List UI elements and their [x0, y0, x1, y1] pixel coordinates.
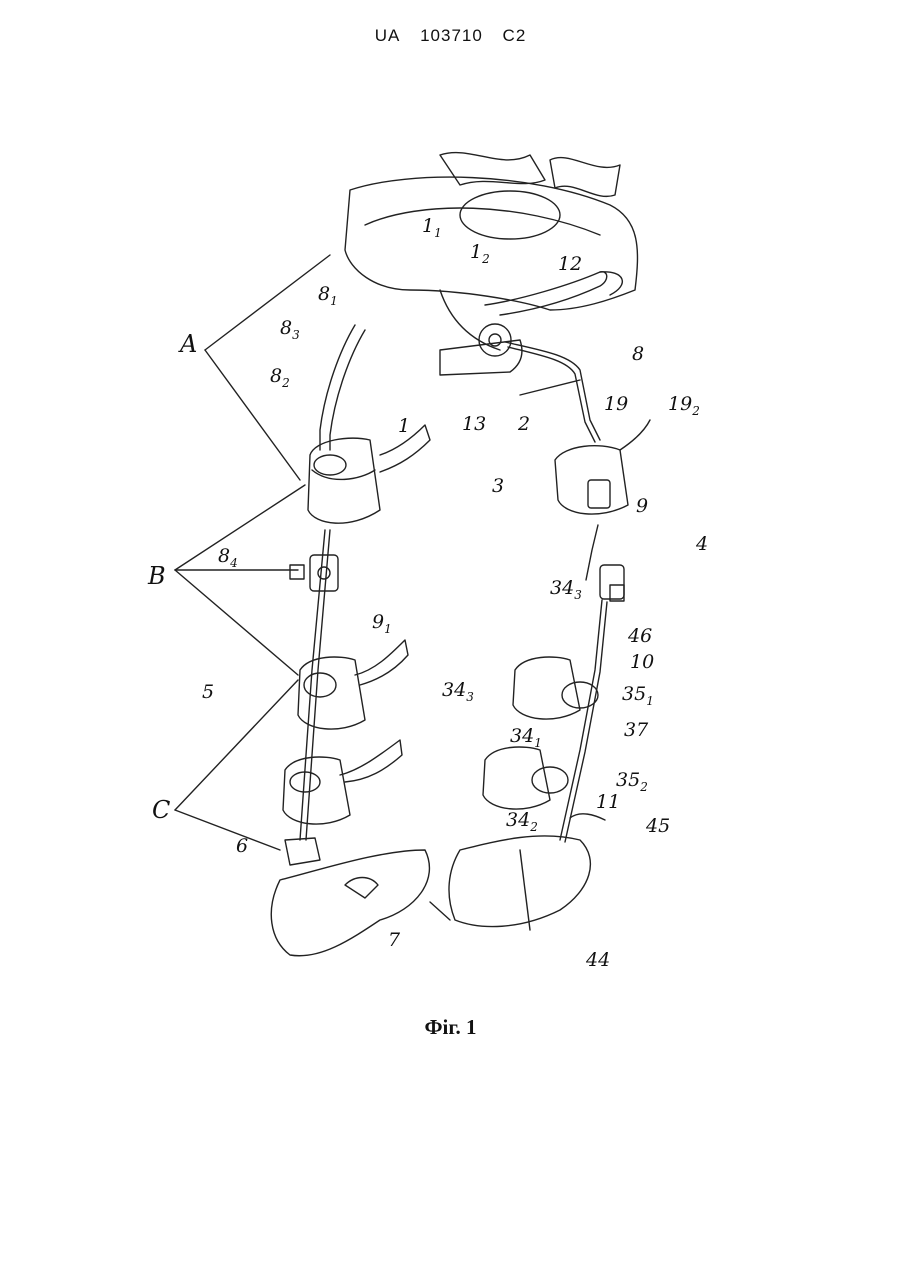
label-13: 13: [462, 413, 486, 435]
label-8: 8: [632, 343, 644, 365]
label-2: 2: [517, 413, 530, 435]
waist-belt: [345, 153, 637, 350]
patent-kind: C2: [503, 26, 527, 45]
label-8-1: 81: [318, 283, 338, 308]
label-A: A: [178, 330, 197, 358]
label-7: 7: [388, 929, 401, 951]
label-3: 3: [492, 475, 504, 497]
label-C: C: [152, 796, 170, 824]
patent-number: 103710: [420, 26, 483, 45]
country-code: UA: [375, 26, 401, 45]
label-1-2: 12: [470, 241, 490, 266]
label-34-1: 341: [510, 725, 542, 750]
label-8-4: 84: [218, 545, 238, 570]
hip-joint-pad: [440, 324, 522, 375]
label-8-3: 83: [280, 317, 300, 342]
label-44: 44: [585, 949, 610, 970]
orthosis-drawing: 11 12 12 81 83 82 A 1 13 2 8 19 3 9 84 B…: [140, 150, 660, 970]
label-12: 12: [558, 253, 582, 275]
label-5: 5: [202, 681, 214, 703]
label-B: B: [147, 562, 166, 590]
label-34-3b: 343: [442, 679, 474, 704]
label-1: 1: [398, 415, 410, 437]
label-4-outer: 4: [695, 533, 708, 555]
label-11: 11: [596, 791, 620, 813]
label-34-2: 342: [506, 809, 538, 834]
label-45-outer: 45: [645, 815, 670, 837]
patent-header: UA 103710 C2: [0, 26, 901, 46]
label-6: 6: [236, 835, 248, 857]
label-19-2-outer: 192: [668, 393, 700, 418]
label-34-3a: 343: [550, 577, 582, 602]
figure-caption: Фіг. 1: [0, 1015, 901, 1040]
label-1-1: 11: [422, 215, 442, 240]
label-9-1: 91: [372, 611, 392, 636]
right-margin-labels: 192 4 45: [640, 370, 760, 850]
label-19: 19: [604, 393, 628, 415]
label-8-2: 82: [270, 365, 290, 390]
